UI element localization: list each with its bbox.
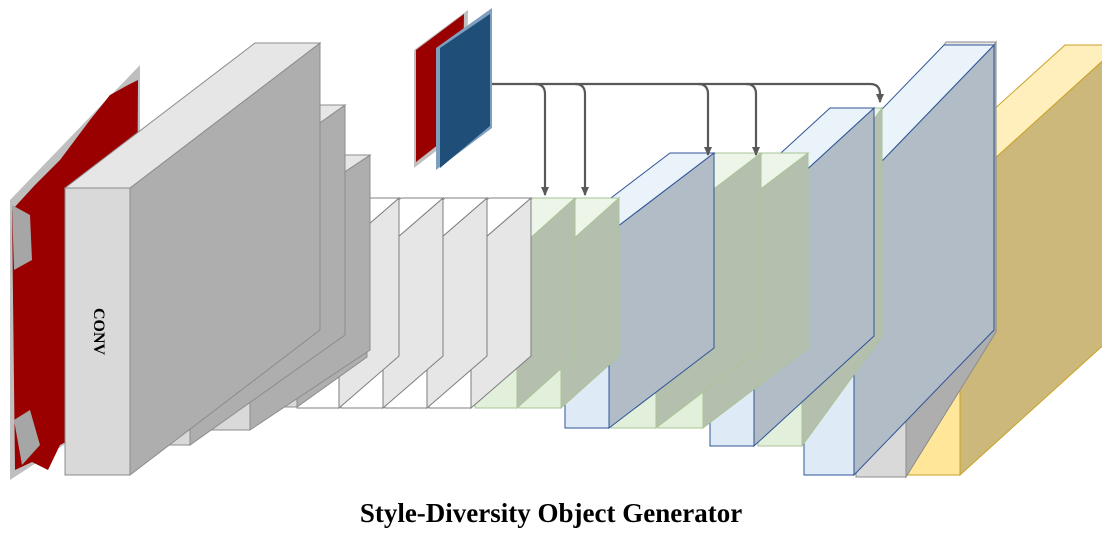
style-feature-map xyxy=(414,8,492,170)
network-blocks: TanhCONVUpsapmlingSSNMUpsapmlingSSNMSSNM… xyxy=(63,40,1102,479)
diagram-caption: Style-Diversity Object Generator xyxy=(359,498,743,528)
style-arrow-to-ssnm-5 xyxy=(869,82,884,103)
style-arrow-to-ssnm-2 xyxy=(574,82,589,196)
conv-1-label: CONV xyxy=(90,308,107,356)
conv-1-block: CONV xyxy=(63,41,322,477)
style-arrow-to-ssnm-4 xyxy=(745,82,760,156)
style-arrow-to-ssnm-1 xyxy=(534,82,549,196)
style-arrow-to-ssnm-3 xyxy=(697,82,712,156)
style-arrows xyxy=(492,82,884,196)
